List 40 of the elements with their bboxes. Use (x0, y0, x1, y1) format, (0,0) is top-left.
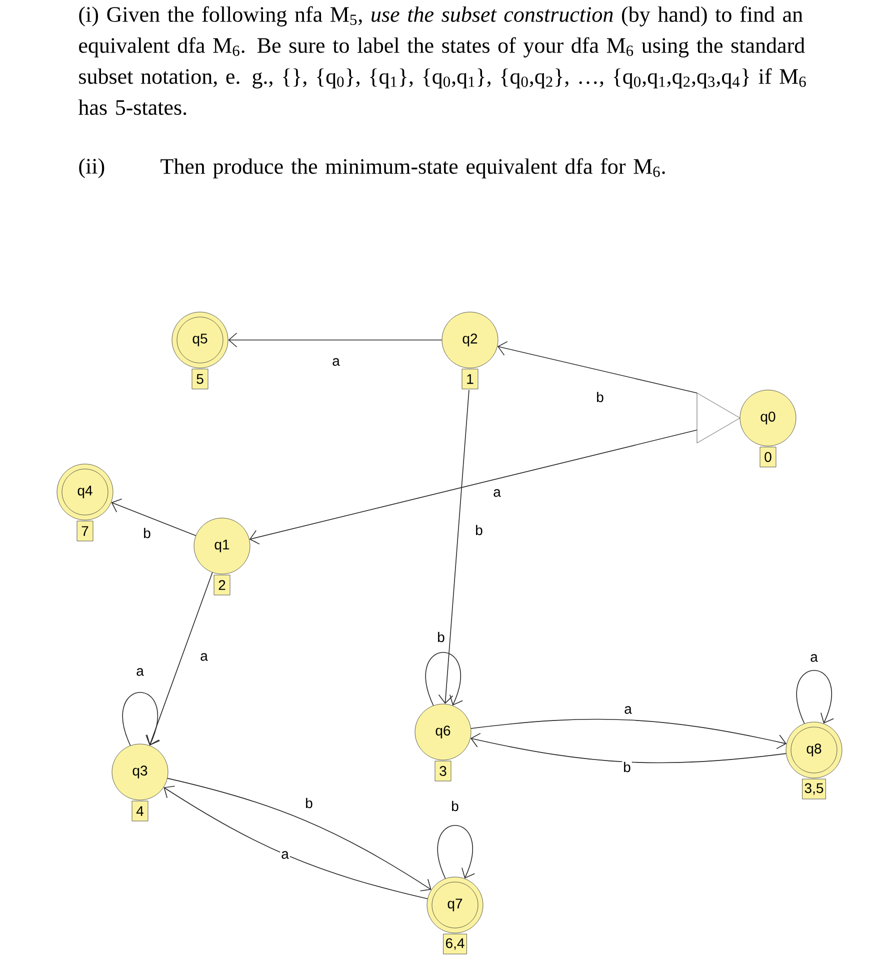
edge-label: a (492, 488, 502, 498)
state-label-box: 1 (462, 368, 478, 390)
edge-label: a (135, 667, 145, 677)
edge-label: a (280, 850, 290, 860)
arrow (111, 498, 196, 536)
edge-label: b (474, 524, 484, 536)
arrow (228, 332, 442, 348)
edge-label: a (199, 652, 209, 662)
arrow (164, 786, 428, 900)
arrow (437, 824, 476, 879)
question-number: (ii) (79, 158, 104, 178)
edge-label: b (436, 630, 446, 644)
arrow (796, 670, 834, 724)
edge-label: a (623, 705, 633, 715)
state-label-box: 4 (132, 800, 148, 822)
state-label-box: 3 (434, 760, 452, 782)
edge-label: a (331, 357, 341, 367)
arrow (470, 732, 786, 764)
arrow (470, 718, 786, 750)
arrow (425, 652, 464, 706)
edge-label: b (450, 800, 460, 812)
arrow (146, 572, 213, 746)
edge-label: b (622, 760, 632, 774)
state-label-box: 2 (214, 574, 230, 596)
arrow (438, 390, 470, 704)
arrow (167, 778, 432, 892)
edge-label: b (595, 390, 605, 404)
state-label-box: 0 (760, 446, 776, 468)
edge-label: b (142, 526, 152, 540)
state-label-box: 3,5 (802, 778, 826, 800)
question-text: Then produce the minimum-state equivalent dfa for M$_{6}$. (160, 158, 665, 178)
state-label-box: 5 (192, 368, 208, 390)
question-text: (i) Given the following nfa M$_{5}$, use the subset construction (by hand) to find an equivalent dfa M$_{6}$. Be sure to label the states of your dfa M$_{6}$ using the standard subset notation, e. g., {}, {q$_{0}$}, {q$_{1}$}, {q$_{0}$,q$_{1}$}, {q$_{0}$,q$_{2}$}, …, {q$_{0}$,q$_{1}$,q$_{2}$,q$_{3}$,q$_{4}$} if M$_{6}$ has 5-states. (78, 6, 806, 115)
state-label-box: 6,4 (443, 934, 467, 954)
edge-label: b (304, 796, 314, 810)
arrow (497, 341, 698, 394)
arrow (249, 430, 698, 544)
edge-label: a (809, 653, 819, 663)
arrow (122, 692, 160, 746)
state-label-box: 7 (76, 520, 94, 542)
